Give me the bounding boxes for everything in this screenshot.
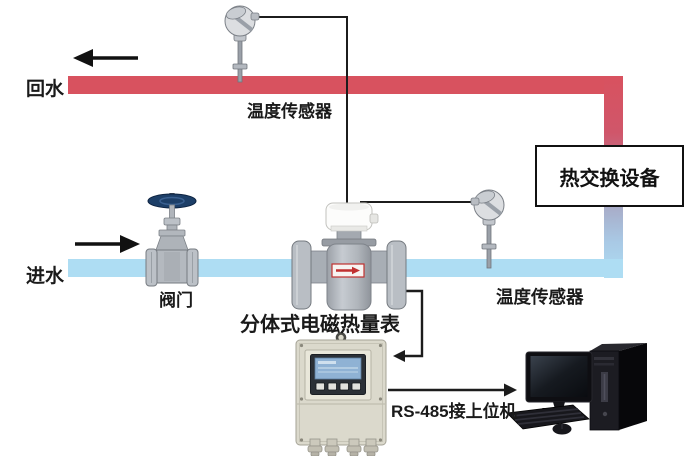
valve-label: 阀门 [159,291,193,310]
rs485-wire [388,383,517,397]
temperature-sensor-bottom-icon [470,189,505,269]
flow-meter-label: 分体式电磁热量表 [240,314,400,336]
temp-sensor-top-label: 温度传感器 [247,102,332,121]
converter-buttons [315,382,361,391]
converter-unit-icon [295,332,387,456]
computer-keyboard [506,404,590,430]
gate-valve-icon [145,193,199,287]
heat-exchanger-label: 热交换设备 [559,167,660,190]
rs485-label: RS-485接上位机 [391,402,517,421]
electromagnetic-flowmeter-icon [291,202,407,311]
desktop-computer-icon [506,343,647,435]
left-flow-arrow-icon [73,49,138,67]
inlet-water-label: 进水 [26,266,65,287]
return-water-label: 回水 [26,79,65,100]
sensor-wire-top [252,16,348,203]
meter-flow-label [331,263,365,278]
cable-glands [307,438,379,456]
right-flow-arrow-icon [75,235,140,253]
temp-sensor-bottom-label: 温度传感器 [496,287,584,307]
computer-monitor [525,351,593,413]
computer-tower [589,343,647,431]
hot-return-pipe [68,76,623,94]
heat-exchanger-box: 热交换设备 [535,145,684,207]
temperature-sensor-top-icon [224,5,260,83]
computer-mouse [552,423,572,435]
